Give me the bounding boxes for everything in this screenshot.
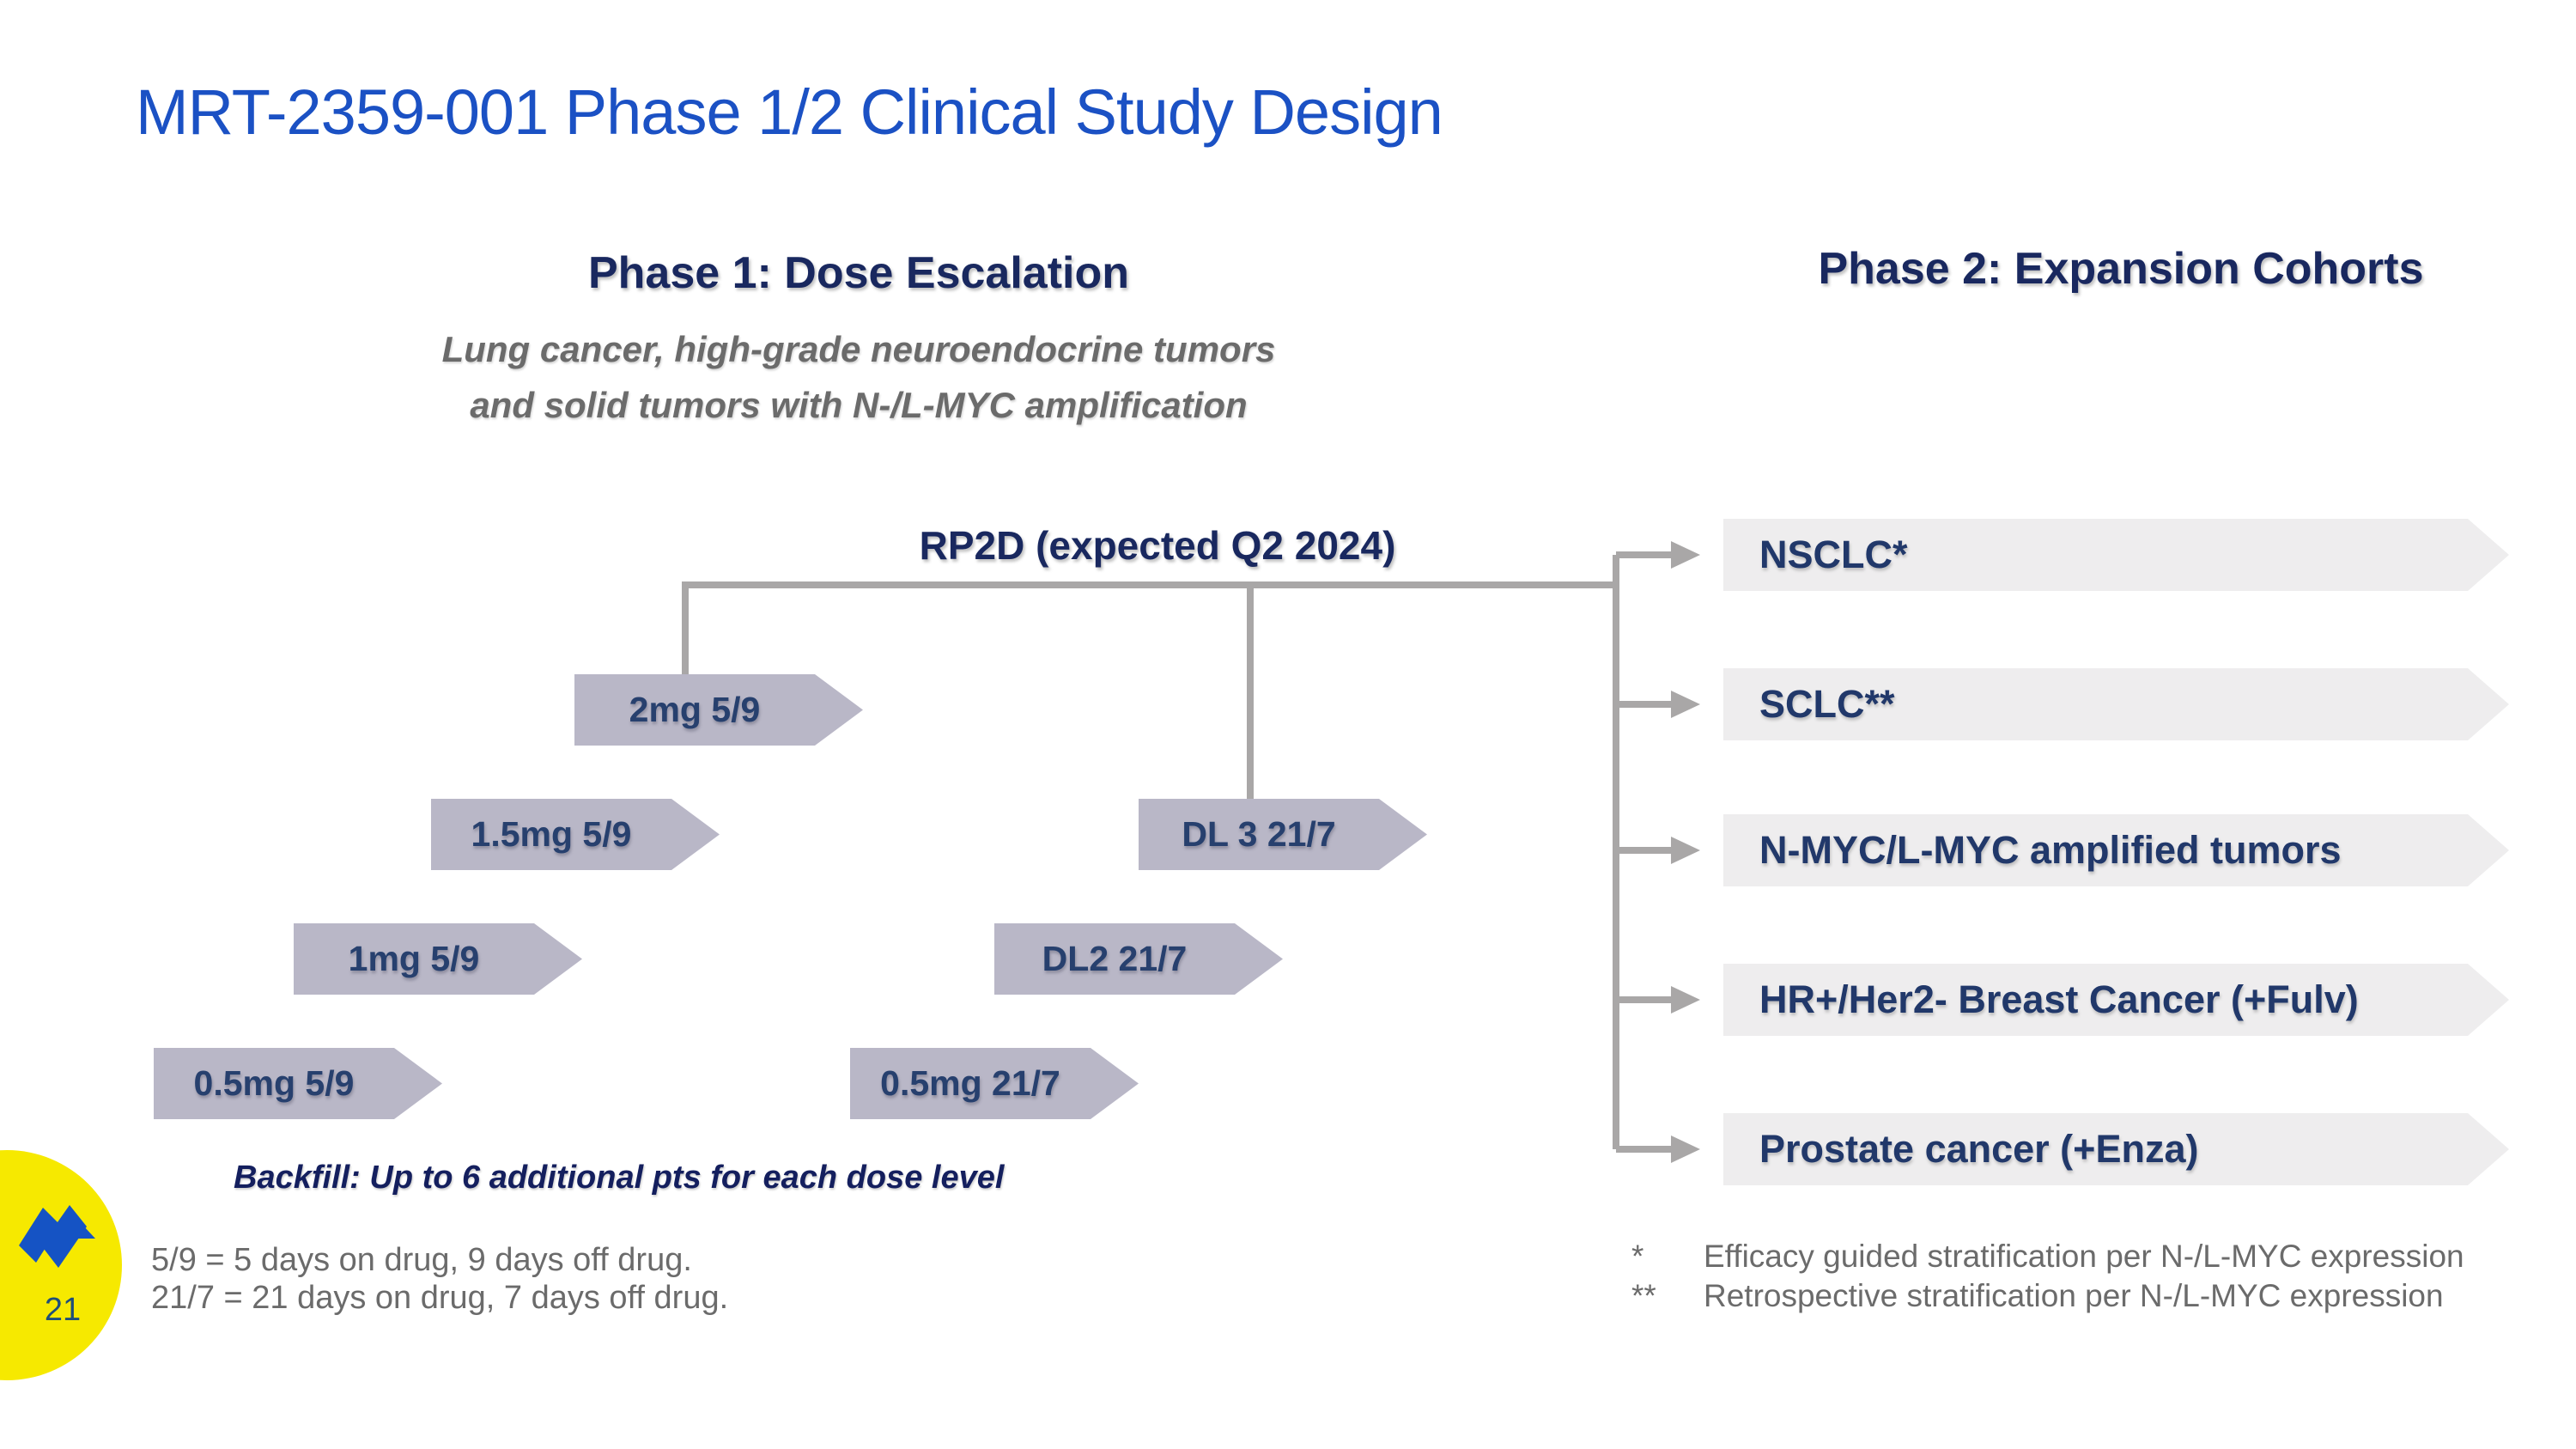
phase1-subtitle: Lung cancer, high-grade neuroendocrine t… (369, 321, 1348, 433)
phase2-heading: Phase 2: Expansion Cohorts (1818, 244, 2424, 294)
dose-chevron-2mg-5-9: 2mg 5/9 (574, 674, 863, 746)
dose-label: 1.5mg 5/9 (471, 814, 632, 854)
mountain-peaks-logo-icon (19, 1205, 95, 1268)
dose-chevron-0-5mg-21-7: 0.5mg 21/7 (850, 1048, 1139, 1119)
page-number: 21 (44, 1292, 82, 1328)
footnote-21-7: 21/7 = 21 days on drug, 7 days off drug. (151, 1279, 729, 1316)
dose-chevron-1mg-5-9: 1mg 5/9 (294, 923, 582, 995)
footnote-text: Efficacy guided stratification per N-/L-… (1704, 1239, 2464, 1274)
dose-label: 0.5mg 21/7 (880, 1063, 1060, 1103)
dose-label: 1mg 5/9 (348, 939, 480, 978)
cohort-label: HR+/Her2- Breast Cancer (+Fulv) (1759, 977, 2359, 1021)
cohort-box-prostate: Prostate cancer (+Enza) (1723, 1113, 2509, 1185)
dose-chevron-0-5mg-5-9: 0.5mg 5/9 (154, 1048, 442, 1119)
cohort-label: NSCLC* (1759, 533, 1908, 576)
rp2d-label: RP2D (expected Q2 2024) (919, 523, 1396, 568)
arrowhead-icon-prostate (1671, 1135, 1700, 1163)
cohort-box-nsclc: NSCLC* (1723, 519, 2509, 591)
arrowhead-icon-hr (1671, 986, 1700, 1014)
dose-chevron-dl3-21-7: DL 3 21/7 (1139, 799, 1427, 870)
stratification-footnotes: * Efficacy guided stratification per N-/… (1631, 1237, 2464, 1316)
footnote-text: Retrospective stratification per N-/L-MY… (1704, 1277, 2444, 1313)
dose-label: 0.5mg 5/9 (193, 1063, 355, 1103)
footnote-5-9: 5/9 = 5 days on drug, 9 days off drug. (151, 1242, 692, 1278)
cohort-label: SCLC** (1759, 682, 1895, 726)
slide-title: MRT-2359-001 Phase 1/2 Clinical Study De… (136, 76, 1443, 148)
dose-chevron-1-5mg-5-9: 1.5mg 5/9 (431, 799, 720, 870)
cohort-label: Prostate cancer (+Enza) (1759, 1127, 2199, 1171)
dose-label: 2mg 5/9 (629, 690, 761, 729)
arrowhead-icon-nsclc (1671, 541, 1700, 569)
footnote-asterisk: * Efficacy guided stratification per N-/… (1631, 1237, 2464, 1276)
cohort-box-breast: HR+/Her2- Breast Cancer (+Fulv) (1723, 964, 2509, 1036)
phase1-subtitle-line2: and solid tumors with N-/L-MYC amplifica… (470, 385, 1248, 426)
cohort-label: N-MYC/L-MYC amplified tumors (1759, 828, 2342, 872)
footnote-double-asterisk: ** Retrospective stratification per N-/L… (1631, 1276, 2464, 1316)
dose-label: DL2 21/7 (1042, 939, 1188, 978)
arrowhead-icon-nmyc (1671, 837, 1700, 864)
arrowhead-icon-sclc (1671, 691, 1700, 718)
phase1-subtitle-line1: Lung cancer, high-grade neuroendocrine t… (441, 329, 1276, 369)
phase1-heading: Phase 1: Dose Escalation (587, 248, 1130, 298)
cohort-box-sclc: SCLC** (1723, 668, 2509, 740)
footnote-marker: ** (1631, 1277, 1656, 1313)
backfill-note: Backfill: Up to 6 additional pts for eac… (234, 1160, 1005, 1196)
dose-chevron-dl2-21-7: DL2 21/7 (994, 923, 1283, 995)
footnote-marker: * (1631, 1239, 1644, 1274)
cohort-box-nmyc: N-MYC/L-MYC amplified tumors (1723, 814, 2509, 886)
dosing-schedule-footnotes: 5/9 = 5 days on drug, 9 days off drug. 2… (151, 1242, 728, 1317)
dose-label: DL 3 21/7 (1182, 814, 1336, 854)
